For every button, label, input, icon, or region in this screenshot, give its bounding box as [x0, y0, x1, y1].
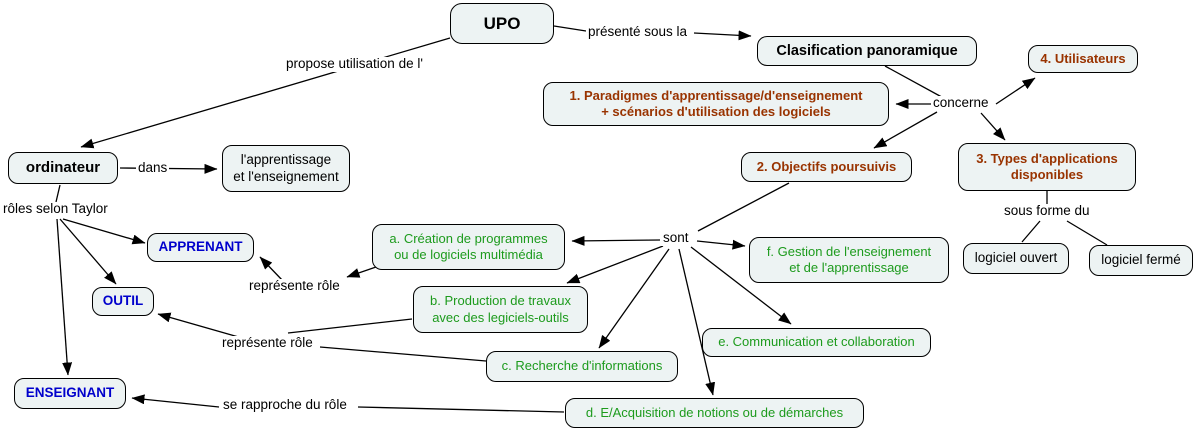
- node-apprentissage-line1: l'apprentissage: [240, 151, 332, 167]
- node-creation-programmes[interactable]: a. Création de programmes ou de logiciel…: [372, 224, 565, 270]
- node-creation-line1: a. Création de programmes: [389, 230, 548, 246]
- node-ordinateur-label: ordinateur: [25, 158, 101, 176]
- node-utilisateurs-label: 4. Utilisateurs: [1040, 50, 1126, 66]
- node-types-line2: disponibles: [1010, 167, 1084, 182]
- node-classification[interactable]: Clasification panoramique: [757, 36, 977, 66]
- node-communication-label: e. Communication et collaboration: [718, 334, 915, 350]
- node-upo[interactable]: UPO: [450, 3, 554, 44]
- node-paradigmes-line1: 1. Paradigmes d'apprentissage/d'enseigne…: [569, 87, 863, 103]
- node-recherche-informations[interactable]: c. Recherche d'informations: [486, 351, 678, 382]
- node-logiciel-ferme[interactable]: logiciel fermé: [1089, 245, 1193, 276]
- node-apprenant-label: APPRENANT: [158, 239, 243, 255]
- node-production-line1: b. Production de travaux: [430, 293, 571, 309]
- link-concerne[interactable]: concerne: [931, 95, 991, 111]
- node-acquisition-notions[interactable]: d. E/Acquisition de notions ou de démarc…: [565, 398, 864, 428]
- node-apprenant[interactable]: APPRENANT: [147, 233, 254, 262]
- node-gestion-line1: f. Gestion de l'enseignement: [766, 243, 932, 259]
- link-dans[interactable]: dans: [136, 160, 170, 176]
- link-presente-sous-la[interactable]: présenté sous la: [586, 24, 690, 40]
- node-paradigmes-line2: + scénarios d'utilisation des logiciels: [601, 104, 831, 119]
- node-objectifs[interactable]: 2. Objectifs poursuivis: [741, 152, 912, 182]
- node-objectifs-label: 2. Objectifs poursuivis: [756, 158, 897, 174]
- node-apprentissage-enseignement[interactable]: l'apprentissage et l'enseignement: [222, 145, 350, 192]
- node-logiciel-ferme-label: logiciel fermé: [1101, 252, 1181, 268]
- link-sous-forme-du[interactable]: sous forme du: [1002, 203, 1092, 219]
- node-enseignant[interactable]: ENSEIGNANT: [14, 378, 126, 409]
- node-upo-label: UPO: [483, 13, 521, 33]
- node-acquisition-label: d. E/Acquisition de notions ou de démarc…: [585, 404, 844, 420]
- node-ordinateur[interactable]: ordinateur: [8, 152, 118, 184]
- node-paradigmes[interactable]: 1. Paradigmes d'apprentissage/d'enseigne…: [543, 82, 889, 126]
- link-represente-role-1[interactable]: représente rôle: [247, 278, 342, 294]
- link-roles-selon-taylor[interactable]: rôles selon Taylor: [1, 201, 110, 217]
- link-sont[interactable]: sont: [661, 230, 691, 246]
- node-types-applications[interactable]: 3. Types d'applications disponibles: [958, 143, 1136, 191]
- link-represente-role-2[interactable]: représente rôle: [220, 335, 315, 351]
- link-se-rapproche-du-role[interactable]: se rapproche du rôle: [221, 397, 349, 413]
- node-gestion-line2: et de l'apprentissage: [789, 260, 909, 275]
- node-enseignant-label: ENSEIGNANT: [25, 385, 115, 401]
- node-classification-label: Clasification panoramique: [776, 42, 958, 59]
- node-communication-collaboration[interactable]: e. Communication et collaboration: [702, 328, 931, 357]
- node-gestion-enseignement[interactable]: f. Gestion de l'enseignement et de l'app…: [749, 237, 949, 283]
- node-types-line1: 3. Types d'applications: [976, 150, 1118, 166]
- node-logiciel-ouvert-label: logiciel ouvert: [974, 250, 1058, 266]
- node-creation-line2: ou de logiciels multimédia: [394, 247, 543, 262]
- node-recherche-label: c. Recherche d'informations: [501, 358, 663, 374]
- node-outil[interactable]: OUTIL: [92, 287, 154, 316]
- link-propose-utilisation[interactable]: propose utilisation de l': [284, 56, 425, 72]
- node-production-travaux[interactable]: b. Production de travaux avec des legici…: [413, 286, 588, 333]
- node-outil-label: OUTIL: [102, 293, 144, 309]
- node-logiciel-ouvert[interactable]: logiciel ouvert: [963, 243, 1069, 274]
- node-apprentissage-line2: et l'enseignement: [233, 168, 339, 184]
- node-utilisateurs[interactable]: 4. Utilisateurs: [1028, 45, 1138, 73]
- node-production-line2: avec des legiciels-outils: [432, 309, 569, 325]
